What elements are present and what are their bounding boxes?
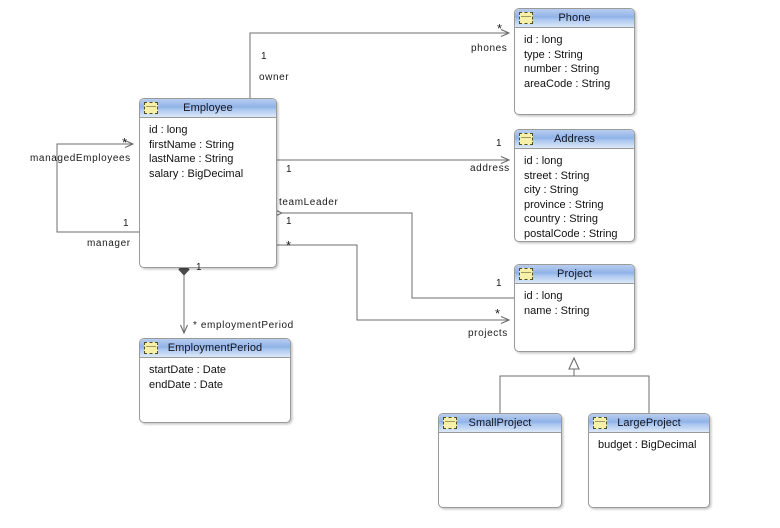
class-header-employee: Employee bbox=[140, 99, 276, 118]
class-header-large-project: LargeProject bbox=[589, 414, 709, 433]
class-box-address[interactable]: Address id : long street : String city :… bbox=[514, 129, 635, 242]
class-box-small-project[interactable]: SmallProject bbox=[438, 413, 562, 508]
class-name-employee: Employee bbox=[183, 101, 233, 114]
attribute-row: province : String bbox=[524, 198, 604, 211]
attribute-row: id : long bbox=[524, 290, 563, 302]
attribute-row: street : String bbox=[524, 169, 590, 182]
edge-generalization-large bbox=[574, 375, 650, 413]
role-label-address: address bbox=[470, 163, 510, 174]
multiplicity-projects-source: * bbox=[286, 238, 292, 253]
multiplicity-employment-period: 1 bbox=[196, 262, 202, 273]
class-attributes-employee: id : long firstName : String lastName : … bbox=[140, 118, 276, 185]
class-icon bbox=[144, 102, 158, 114]
attribute-row: salary : BigDecimal bbox=[149, 167, 244, 180]
attribute-row: areaCode : String bbox=[524, 77, 611, 90]
class-name-small-project: SmallProject bbox=[468, 416, 532, 429]
role-label-employment-period: * employmentPeriod bbox=[193, 320, 294, 331]
multiplicity-managed-employees: * bbox=[122, 135, 128, 150]
attribute-row: firstName : String bbox=[149, 138, 234, 151]
class-name-project: Project bbox=[557, 267, 592, 280]
class-header-employment-period: EmploymentPeriod bbox=[140, 339, 290, 358]
multiplicity-manager: 1 bbox=[123, 218, 129, 229]
class-box-employee[interactable]: Employee id : long firstName : String la… bbox=[139, 98, 277, 268]
attribute-row: city : String bbox=[524, 184, 579, 197]
class-box-phone[interactable]: Phone id : long type : String number : S… bbox=[514, 8, 635, 115]
class-box-project[interactable]: Project id : long name : String bbox=[514, 264, 635, 352]
attribute-row: id : long bbox=[524, 155, 563, 167]
attribute-row: budget : BigDecimal bbox=[598, 439, 697, 451]
class-header-small-project: SmallProject bbox=[439, 414, 561, 433]
class-attributes-project: id : long name : String bbox=[515, 284, 634, 322]
attribute-row: id : long bbox=[524, 34, 563, 46]
attribute-row: name : String bbox=[524, 304, 590, 317]
multiplicity-team-leader: 1 bbox=[286, 216, 292, 227]
edge-managed-employees bbox=[56, 144, 139, 233]
multiplicity-address-target: 1 bbox=[496, 138, 502, 149]
edge-generalization-small bbox=[499, 356, 580, 413]
class-attributes-large-project: budget : BigDecimal bbox=[589, 433, 709, 457]
class-attributes-address: id : long street : String city : String … bbox=[515, 149, 634, 241]
class-attributes-phone: id : long type : String number : String … bbox=[515, 28, 634, 95]
class-icon bbox=[144, 342, 158, 354]
class-name-large-project: LargeProject bbox=[617, 416, 681, 429]
class-name-phone: Phone bbox=[558, 11, 591, 24]
class-icon bbox=[519, 12, 533, 24]
attribute-row: startDate : Date bbox=[149, 364, 227, 376]
class-attributes-employment-period: startDate : Date endDate : Date bbox=[140, 358, 290, 396]
role-label-managed-employees: managedEmployees bbox=[30, 153, 131, 164]
edge-projects bbox=[277, 244, 509, 320]
attribute-row: country : String bbox=[524, 213, 598, 226]
multiplicity-projects-target: * bbox=[495, 306, 501, 321]
edge-phones bbox=[249, 33, 509, 98]
edge-employment-period bbox=[178, 263, 190, 333]
class-attributes-small-project bbox=[439, 433, 561, 442]
multiplicity-address-source: 1 bbox=[286, 164, 292, 175]
attribute-row: postalCode : String bbox=[524, 227, 618, 240]
class-icon bbox=[519, 133, 533, 145]
class-name-address: Address bbox=[553, 132, 596, 145]
multiplicity-team-leader-project: 1 bbox=[496, 278, 502, 289]
class-icon bbox=[593, 417, 607, 429]
class-name-employment-period: EmploymentPeriod bbox=[167, 341, 263, 354]
attribute-row: id : long bbox=[149, 124, 188, 136]
multiplicity-owner: 1 bbox=[261, 51, 267, 62]
class-icon bbox=[443, 417, 457, 429]
class-box-large-project[interactable]: LargeProject budget : BigDecimal bbox=[588, 413, 710, 508]
class-header-project: Project bbox=[515, 265, 634, 284]
class-icon bbox=[519, 268, 533, 280]
class-box-employment-period[interactable]: EmploymentPeriod startDate : Date endDat… bbox=[139, 338, 291, 423]
role-label-projects: projects bbox=[468, 328, 508, 339]
role-label-team-leader: teamLeader bbox=[279, 197, 339, 208]
multiplicity-phones: * bbox=[497, 21, 503, 36]
attribute-row: type : String bbox=[524, 48, 583, 61]
attribute-row: number : String bbox=[524, 63, 600, 76]
edge-team-leader bbox=[282, 213, 514, 299]
role-label-manager: manager bbox=[87, 238, 131, 249]
attribute-row: lastName : String bbox=[149, 153, 234, 166]
class-header-phone: Phone bbox=[515, 9, 634, 28]
class-header-address: Address bbox=[515, 130, 634, 149]
role-label-owner: owner bbox=[259, 72, 290, 83]
attribute-row: endDate : Date bbox=[149, 378, 223, 391]
role-label-phones: phones bbox=[471, 43, 508, 54]
